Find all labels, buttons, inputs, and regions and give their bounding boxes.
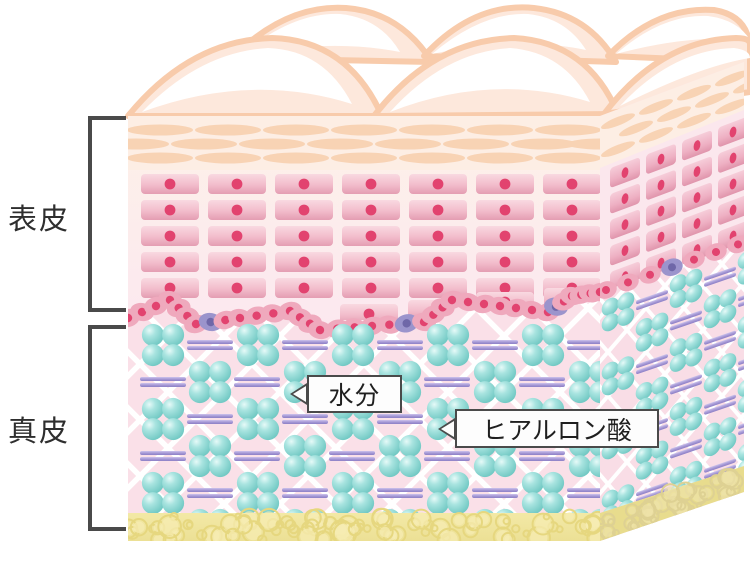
basal-layer-front [128, 282, 600, 340]
dermis-molecules-front [140, 323, 600, 513]
stratum-corneum-side [600, 62, 744, 168]
skin-surface-ridges [125, 4, 750, 119]
bracket-dermis [88, 325, 126, 531]
callout-pointer-hyaluronic-acid [438, 418, 455, 440]
callout-hyaluronic-acid: ヒアルロン酸 [455, 409, 659, 448]
bracket-epidermis [88, 116, 126, 312]
epidermis-cells-front [141, 174, 600, 320]
callout-water: 水分 [307, 375, 402, 413]
layer-label-epidermis: 表皮 [8, 202, 71, 236]
layer-brackets [88, 116, 126, 531]
basal-layer-side [600, 235, 744, 299]
subcutaneous-fat-layer [128, 466, 744, 541]
callout-pointer-water [290, 383, 307, 405]
layer-label-dermis: 真皮 [8, 414, 71, 448]
stratum-corneum-front [128, 116, 600, 170]
